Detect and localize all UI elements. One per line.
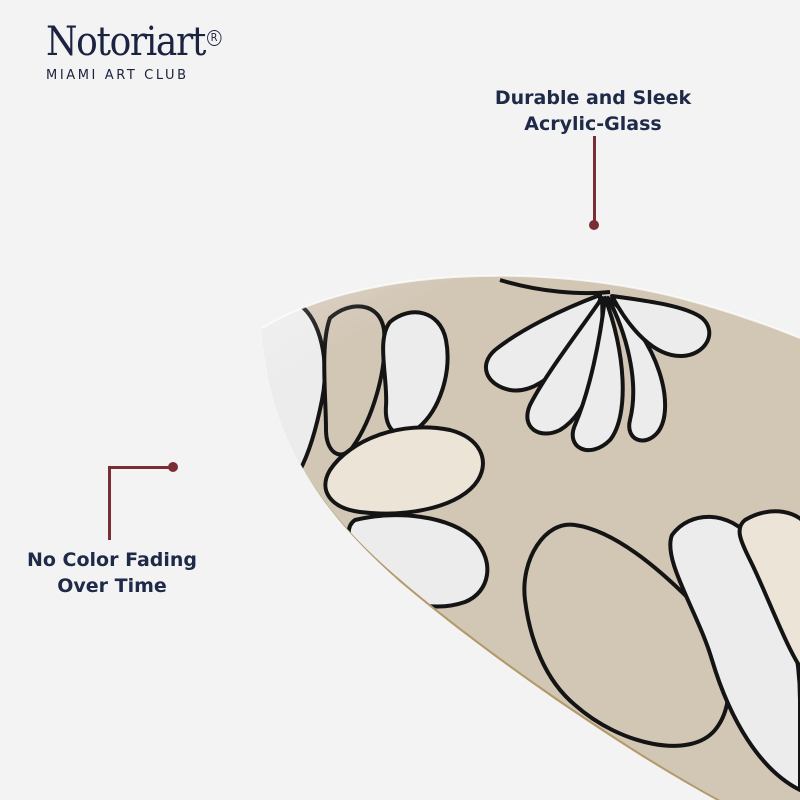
glass-reflection (262, 275, 560, 430)
callout-fading-line2: Over Time (57, 574, 167, 597)
leader-line-top (593, 136, 596, 224)
leader-dot-top (589, 220, 599, 230)
flower-top (484, 278, 712, 452)
brand-name-text: Notoriart (46, 19, 206, 65)
callout-acrylic-line1: Durable and Sleek (494, 87, 692, 109)
registered-mark-icon: R (206, 30, 222, 46)
callout-fading-line1: No Color Fading (26, 549, 198, 571)
callout-acrylic-glass: Durable and Sleek Acrylic-Glass (478, 86, 708, 137)
floral-print (262, 275, 800, 800)
leader-line-left-horizontal (108, 466, 172, 469)
petal-cream (323, 425, 485, 516)
petal-bottom-cream (737, 509, 800, 685)
brand-tagline: MIAMI ART CLUB (46, 68, 189, 83)
leader-line-left-vertical (108, 466, 111, 540)
panel-highlight (261, 274, 800, 339)
callout-no-fading: No Color Fading Over Time (12, 548, 212, 599)
callout-acrylic-line2: Acrylic-Glass (524, 112, 662, 135)
leader-dot-left (168, 462, 178, 472)
